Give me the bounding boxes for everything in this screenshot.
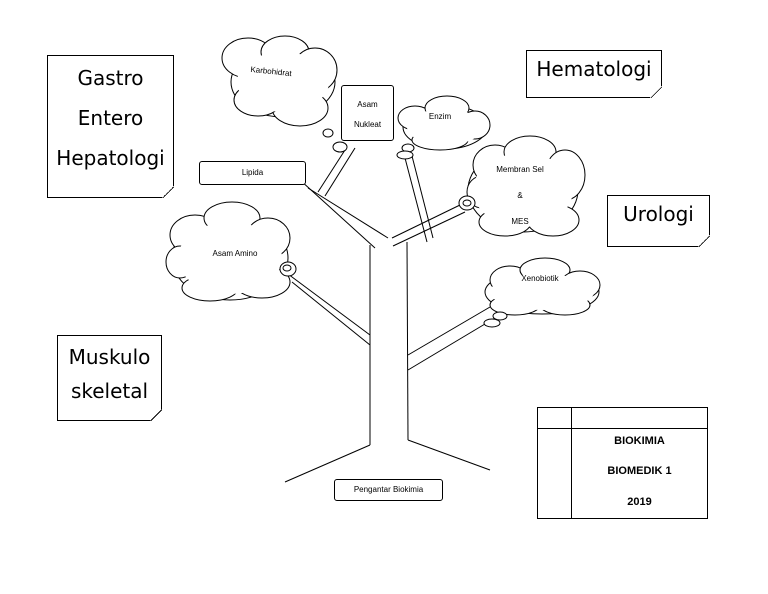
label-membran-line2: & xyxy=(517,191,523,200)
box-lipida: Lipida xyxy=(199,161,306,185)
label-lipida: Lipida xyxy=(241,168,264,177)
page-fold-icon xyxy=(162,186,174,198)
label-asam-amino: Asam Amino xyxy=(212,249,258,258)
label-membran: Membran Sel & MES xyxy=(485,157,555,235)
page-fold-icon xyxy=(150,409,162,421)
page-fold-icon xyxy=(650,86,662,98)
note-urologi-label: Urologi xyxy=(623,202,694,226)
note-hematologi-label: Hematologi xyxy=(536,57,652,81)
note-muskulo-line1: Muskulo xyxy=(68,345,151,369)
table-divider-vertical xyxy=(571,408,572,518)
note-hematologi: Hematologi xyxy=(526,50,662,98)
label-asam-nukleat-line1: Asam xyxy=(357,100,378,109)
label-enzim: Enzim xyxy=(428,112,452,121)
enzim-cloud xyxy=(396,95,491,160)
info-title: BIOKIMIA xyxy=(614,435,665,447)
note-gastro-line1: Gastro xyxy=(77,66,144,90)
root-right xyxy=(407,439,491,471)
membran-cloud xyxy=(458,135,586,237)
note-muskulo: Muskulo skeletal xyxy=(57,335,162,421)
xenobiotik-cloud xyxy=(483,257,601,328)
label-membran-line1: Membran Sel xyxy=(496,165,544,174)
label-xenobiotik: Xenobiotik xyxy=(521,274,559,283)
note-gastro: Gastro Entero Hepatologi xyxy=(47,55,174,198)
note-urologi: Urologi xyxy=(607,195,710,247)
note-muskulo-line2: skeletal xyxy=(70,379,149,403)
asam-amino-cloud xyxy=(165,201,297,302)
box-asam-nukleat: Asam Nukleat xyxy=(341,85,394,141)
note-gastro-line2: Entero xyxy=(77,106,144,130)
label-pengantar-biokimia: Pengantar Biokimia xyxy=(353,485,424,494)
info-table: BIOKIMIA BIOMEDIK 1 2019 xyxy=(537,407,708,519)
table-divider-horizontal xyxy=(538,428,707,429)
info-year: 2019 xyxy=(627,496,652,508)
page-fold-icon xyxy=(698,235,710,247)
info-subtitle: BIOMEDIK 1 xyxy=(607,465,672,477)
trunk-right xyxy=(406,241,409,441)
note-gastro-line3: Hepatologi xyxy=(56,146,165,170)
label-asam-nukleat-line2: Nukleat xyxy=(353,120,382,129)
karbohidrat-cloud xyxy=(221,35,348,153)
root-left xyxy=(284,444,371,483)
label-membran-line3: MES xyxy=(511,217,529,226)
box-pengantar-biokimia: Pengantar Biokimia xyxy=(334,479,443,501)
